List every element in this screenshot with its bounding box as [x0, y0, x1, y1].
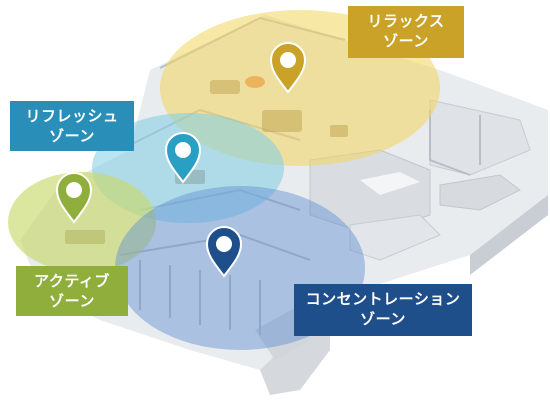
- refresh-zone-label: リフレッシュ ゾーン: [10, 101, 134, 151]
- active-zone-label: アクティブ ゾーン: [16, 266, 128, 316]
- refresh-zone-label-line1: リフレッシュ: [25, 107, 119, 125]
- active-location-pin-icon: [55, 172, 93, 224]
- active-zone-label-line2: ゾーン: [49, 292, 95, 310]
- relax-zone-label: リラックス ゾーン: [348, 6, 464, 58]
- refresh-zone-label-line2: ゾーン: [49, 127, 95, 145]
- concentration-zone-label-line1: コンセントレーション: [305, 290, 461, 308]
- active-zone-label-line1: アクティブ: [34, 272, 110, 290]
- active-zone-area: [8, 172, 156, 272]
- concentration-zone-label-line2: ゾーン: [360, 310, 406, 328]
- relax-location-pin-icon: [269, 42, 307, 94]
- refresh-location-pin-icon: [164, 132, 202, 184]
- concentration-zone-label: コンセントレーション ゾーン: [294, 284, 472, 336]
- relax-zone-label-line2: ゾーン: [383, 32, 429, 50]
- concentration-location-pin-icon: [205, 226, 243, 278]
- relax-zone-label-line1: リラックス: [367, 12, 445, 30]
